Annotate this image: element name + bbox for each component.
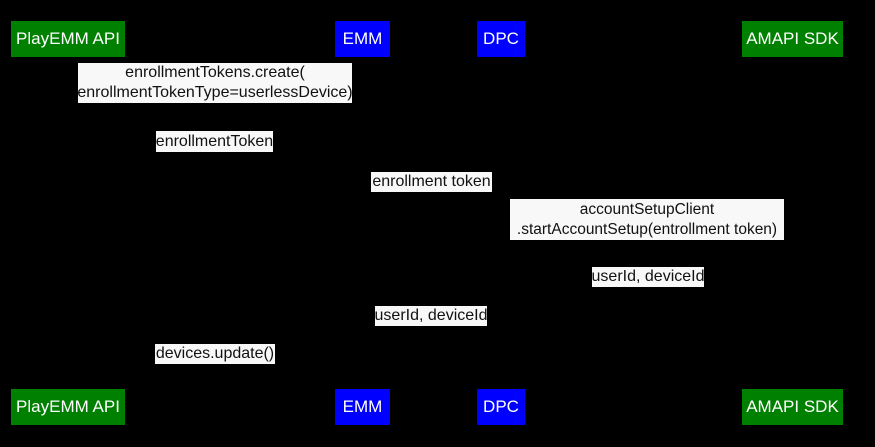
message-line: .startAccountSetup(entrollment token) bbox=[516, 220, 778, 238]
message-line: accountSetupClient bbox=[579, 200, 715, 218]
actor-dpc-top: DPC bbox=[477, 21, 525, 57]
actor-amapi-sdk-bottom: AMAPI SDK bbox=[742, 389, 843, 425]
message-userid-deviceid-from-sdk: userId, deviceId bbox=[591, 267, 705, 287]
message-userid-deviceid-to-emm: userId, deviceId bbox=[374, 306, 488, 326]
actor-playemm-api-top: PlayEMM API bbox=[11, 21, 125, 57]
message-line: enrollmentTokenType=userlessDevice) bbox=[77, 84, 353, 101]
message-enrollment-token-return: enrollmentToken bbox=[156, 131, 273, 152]
message-enrollment-token-to-dpc: enrollment token bbox=[371, 172, 492, 192]
actor-dpc-bottom: DPC bbox=[477, 389, 525, 425]
message-start-account-setup: accountSetupClient .startAccountSetup(en… bbox=[510, 199, 784, 240]
message-devices-update: devices.update() bbox=[155, 344, 275, 364]
actor-emm-bottom: EMM bbox=[335, 389, 390, 425]
message-enrollment-tokens-create: enrollmentTokens.create( enrollmentToken… bbox=[77, 63, 353, 103]
actor-emm-top: EMM bbox=[335, 21, 390, 57]
actor-playemm-api-bottom: PlayEMM API bbox=[11, 389, 125, 425]
message-line: enrollmentTokens.create( bbox=[125, 64, 305, 81]
actor-amapi-sdk-top: AMAPI SDK bbox=[742, 21, 843, 57]
